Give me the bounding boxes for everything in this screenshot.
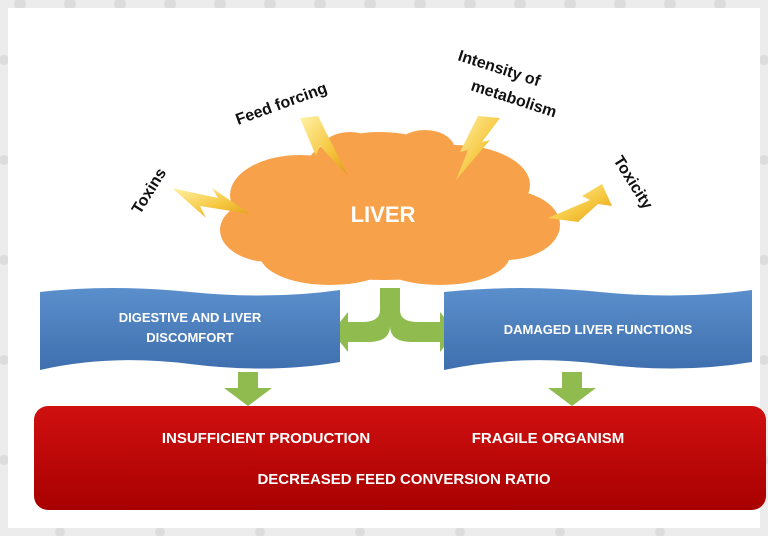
stressor-intensity-label-line2: metabolism	[469, 78, 559, 122]
stressor-toxicity-label: Toxicity	[610, 153, 656, 212]
liver-cloud: LIVER	[220, 130, 560, 285]
effect-banner-left: DIGESTIVE AND LIVER DISCOMFORT	[40, 288, 340, 370]
stressor-intensity-label-line1: Intensity of	[456, 48, 543, 91]
outcome-fragile-organism: FRAGILE ORGANISM	[472, 430, 625, 447]
down-arrow-icon	[224, 372, 272, 406]
split-arrow-icon	[332, 288, 456, 352]
effect-left-line1: DIGESTIVE AND LIVER	[119, 310, 262, 325]
outcome-box: INSUFFICIENT PRODUCTION FRAGILE ORGANISM…	[34, 406, 766, 510]
lightning-bolt-icon	[456, 116, 500, 180]
liver-label: LIVER	[351, 202, 416, 227]
down-arrow-icon	[548, 372, 596, 406]
outcome-decreased-fcr: DECREASED FEED CONVERSION RATIO	[257, 471, 550, 488]
lightning-bolt-icon	[172, 188, 250, 218]
effect-right-label: DAMAGED LIVER FUNCTIONS	[504, 322, 693, 337]
stressor-toxins-label: Toxins	[129, 165, 170, 217]
lightning-bolt-icon	[300, 116, 348, 176]
effect-left-line2: DISCOMFORT	[146, 330, 233, 345]
effect-banner-right: DAMAGED LIVER FUNCTIONS	[444, 288, 752, 370]
outcome-insufficient-production: INSUFFICIENT PRODUCTION	[162, 430, 370, 447]
lightning-bolt-icon	[548, 184, 612, 222]
